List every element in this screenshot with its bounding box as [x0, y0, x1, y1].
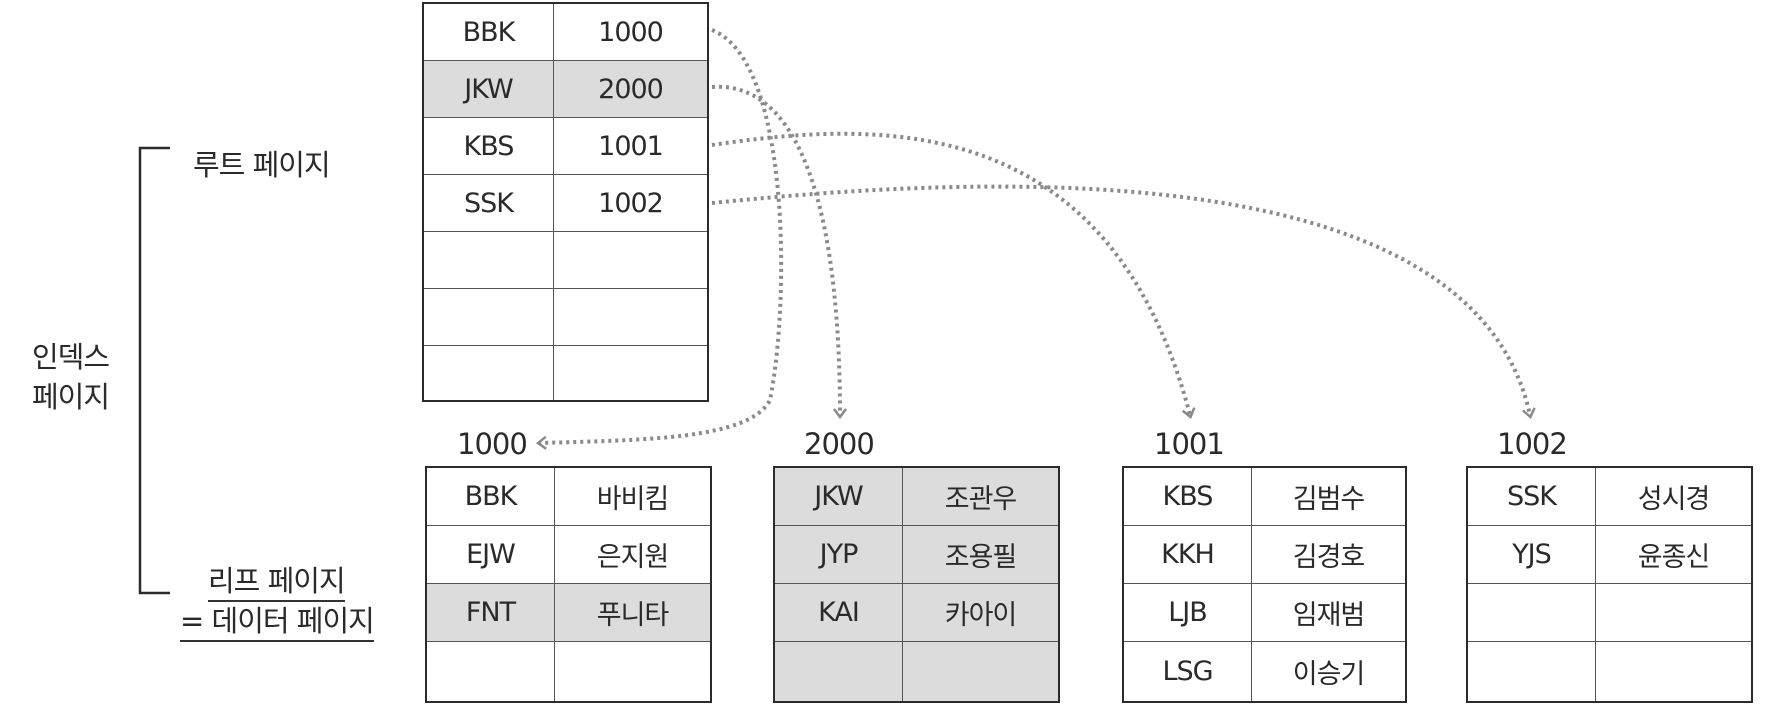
root-page-pointer: 1002 — [598, 187, 664, 219]
leaf-key — [775, 642, 903, 701]
root-page-pointer: 2000 — [598, 73, 664, 105]
leaf-row — [427, 642, 710, 701]
leaf-page-table-1001: KBS 김범수 KKH 김경호 LJB 임재범 LSG 이승기 — [1122, 466, 1407, 703]
root-key: BBK — [424, 4, 554, 60]
leaf-page-number: 1002 — [1497, 427, 1568, 461]
leaf-row: LJB 임재범 — [1124, 584, 1405, 642]
leaf-row: FNT 푸니타 — [427, 584, 710, 642]
leaf-row: KAI 카아이 — [775, 584, 1058, 642]
leaf-row — [1468, 642, 1751, 701]
leaf-key: BBK — [427, 468, 555, 525]
root-page-pointer — [554, 289, 707, 345]
root-key: KBS — [424, 118, 554, 174]
leaf-key — [1468, 642, 1596, 701]
root-page-pointer — [554, 346, 707, 400]
leaf-page-number: 2000 — [804, 427, 875, 461]
leaf-key: FNT — [427, 584, 555, 641]
leaf-key: LJB — [1124, 584, 1252, 641]
leaf-name: 성시경 — [1637, 484, 1711, 515]
leaf-name: 김범수 — [1292, 484, 1366, 515]
leaf-key: SSK — [1468, 468, 1596, 525]
leaf-page-table-2000: JKW 조관우 JYP 조용필 KAI 카아이 — [773, 466, 1060, 703]
leaf-name: 은지원 — [596, 542, 670, 573]
leaf-name: 조관우 — [944, 484, 1018, 515]
leaf-name — [1596, 584, 1751, 641]
root-row: KBS 1001 — [424, 118, 707, 175]
leaf-page-table-1000: BBK 바비킴 EJW 은지원 FNT 푸니타 — [425, 466, 712, 703]
leaf-row — [775, 642, 1058, 701]
root-row — [424, 232, 707, 289]
leaf-name: 조용필 — [944, 542, 1018, 573]
leaf-page-label-line1: 리프 페이지 — [208, 558, 346, 602]
leaf-name: 윤종신 — [1637, 542, 1711, 573]
leaf-key — [1468, 584, 1596, 641]
leaf-name — [1596, 642, 1751, 701]
leaf-key: LSG — [1124, 642, 1252, 701]
index-page-label-line2: 페이지 — [32, 380, 110, 414]
root-row — [424, 289, 707, 346]
leaf-row: KKH 김경호 — [1124, 526, 1405, 584]
leaf-page-number: 1001 — [1154, 427, 1225, 461]
leaf-row: BBK 바비킴 — [427, 468, 710, 526]
root-key — [424, 289, 554, 345]
root-key — [424, 232, 554, 288]
leaf-name: 푸니타 — [596, 600, 670, 631]
root-key: JKW — [424, 61, 554, 117]
leaf-key: YJS — [1468, 526, 1596, 583]
leaf-row: JYP 조용필 — [775, 526, 1058, 584]
leaf-page-number: 1000 — [457, 427, 528, 461]
leaf-row: SSK 성시경 — [1468, 468, 1751, 526]
leaf-key: JYP — [775, 526, 903, 583]
root-page-pointer — [554, 232, 707, 288]
root-key: SSK — [424, 175, 554, 231]
leaf-row: LSG 이승기 — [1124, 642, 1405, 701]
leaf-name: 김경호 — [1292, 542, 1366, 573]
leaf-name: 바비킴 — [596, 484, 670, 515]
root-page-table: BBK 1000 JKW 2000 KBS 1001 SSK 1002 — [422, 2, 709, 402]
root-row: SSK 1002 — [424, 175, 707, 232]
leaf-name: 이승기 — [1292, 659, 1366, 690]
index-page-label-line1: 인덱스 — [32, 340, 110, 374]
leaf-key: KKH — [1124, 526, 1252, 583]
leaf-key: KAI — [775, 584, 903, 641]
leaf-row — [1468, 584, 1751, 642]
root-page-label: 루트 페이지 — [193, 148, 331, 182]
root-page-pointer: 1001 — [598, 130, 664, 162]
leaf-name — [555, 642, 710, 701]
root-row — [424, 346, 707, 400]
root-row: JKW 2000 — [424, 61, 707, 118]
root-row: BBK 1000 — [424, 4, 707, 61]
leaf-page-table-1002: SSK 성시경 YJS 윤종신 — [1466, 466, 1753, 703]
leaf-name: 임재범 — [1292, 600, 1366, 631]
leaf-row: JKW 조관우 — [775, 468, 1058, 526]
leaf-key: EJW — [427, 526, 555, 583]
leaf-name — [903, 642, 1058, 701]
root-page-pointer: 1000 — [598, 16, 664, 48]
leaf-key: KBS — [1124, 468, 1252, 525]
leaf-row: KBS 김범수 — [1124, 468, 1405, 526]
root-key — [424, 346, 554, 400]
leaf-name: 카아이 — [944, 600, 1018, 631]
leaf-row: YJS 윤종신 — [1468, 526, 1751, 584]
leaf-key — [427, 642, 555, 701]
leaf-row: EJW 은지원 — [427, 526, 710, 584]
leaf-key: JKW — [775, 468, 903, 525]
leaf-page-label-line2: = 데이터 페이지 — [180, 598, 375, 642]
